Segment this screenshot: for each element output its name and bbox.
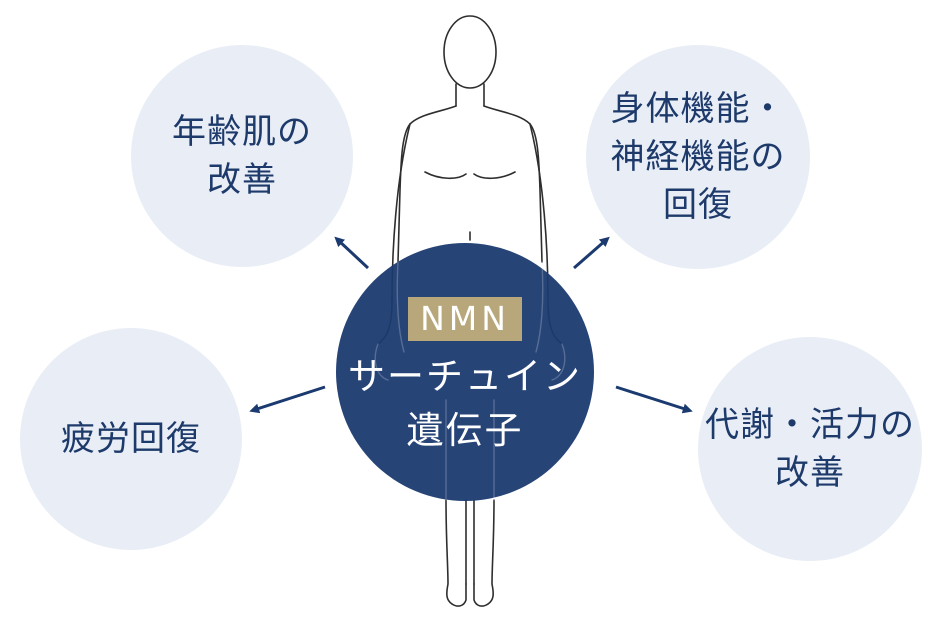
effect-body-line1: 身体機能・ <box>610 89 786 129</box>
figure-left-foot <box>451 583 467 607</box>
figure-inner-legs <box>465 499 475 585</box>
effect-skin-line2: 改善 <box>207 160 277 200</box>
arrow-to-body-nerve <box>573 236 610 270</box>
figure-neck <box>455 83 485 107</box>
figure-chest-right <box>473 171 516 180</box>
effect-metabolism-line1: 代謝・活力の <box>705 405 915 445</box>
effect-bubble-skin: 年齢肌の 改善 <box>131 45 353 267</box>
figure-head <box>443 15 497 89</box>
effect-body-line2: 神経機能の <box>610 137 786 177</box>
figure-chest-left <box>424 171 467 180</box>
effect-skin-line1: 年齢肌の <box>172 112 312 152</box>
nmn-badge: NMN <box>408 297 522 341</box>
figure-right-foot <box>473 583 489 607</box>
center-title-line2: 遺伝子 <box>406 409 524 452</box>
effect-bubble-metabolism: 代謝・活力の 改善 <box>698 337 922 561</box>
center-title-line1: サーチュイン <box>348 355 582 398</box>
arrow-to-skin <box>334 236 370 270</box>
figure-right-leg <box>487 499 495 605</box>
arrow-to-fatigue <box>249 385 326 414</box>
arrow-to-metabolism <box>615 385 693 414</box>
figure-left-leg <box>445 499 453 605</box>
effect-fatigue-line1: 疲労回復 <box>61 419 201 459</box>
center-circle: NMN サーチュイン 遺伝子 <box>336 243 594 501</box>
effect-metabolism-line2: 改善 <box>775 453 845 493</box>
effect-bubble-body-nerve: 身体機能・ 神経機能の 回復 <box>586 45 810 269</box>
effect-body-line3: 回復 <box>663 185 733 225</box>
effect-bubble-fatigue: 疲労回復 <box>20 328 242 550</box>
